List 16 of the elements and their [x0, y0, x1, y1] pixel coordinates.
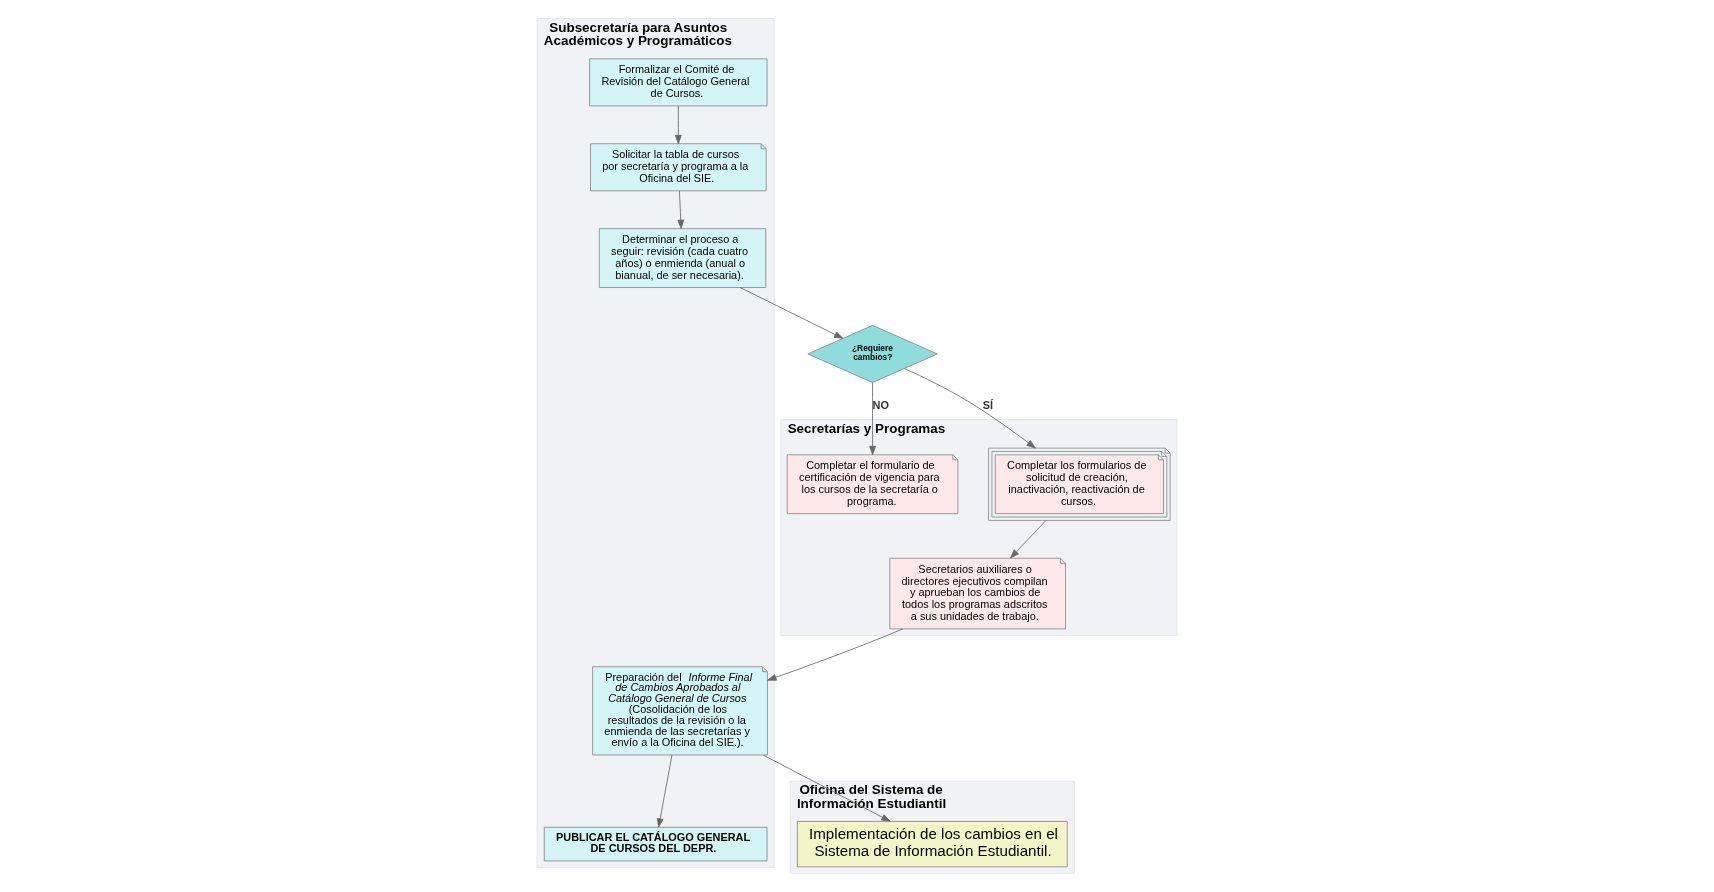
arrow: [1010, 520, 1047, 559]
arrow: [869, 382, 876, 456]
node-box: PUBLICAR EL CATÁLOGO GENERAL DE CURSOS DEL DEPR.: [543, 826, 768, 862]
edge-label: SÍ: [982, 398, 994, 411]
edge-label: NO: [872, 398, 889, 411]
node-box: Implementación de los cambios en el Sistema de Información Estudiantil.: [796, 821, 1068, 868]
arrow: [674, 105, 682, 145]
arrow: [656, 754, 673, 828]
node-diamond: ¿Requiere cambios?: [807, 324, 938, 383]
arrow: [677, 190, 685, 229]
node-box: Formalizar el Comité de Revisión del Catálogo General de Cursos.: [589, 58, 768, 107]
arrow: [904, 368, 1036, 449]
arrow: [762, 754, 891, 822]
node-box: Determinar el proceso a seguir: revisión (cada cuatro años) o enmienda (anual o bianual, de ser necesaria).: [598, 228, 767, 288]
arrow: [767, 628, 904, 681]
arrow: [739, 287, 844, 339]
